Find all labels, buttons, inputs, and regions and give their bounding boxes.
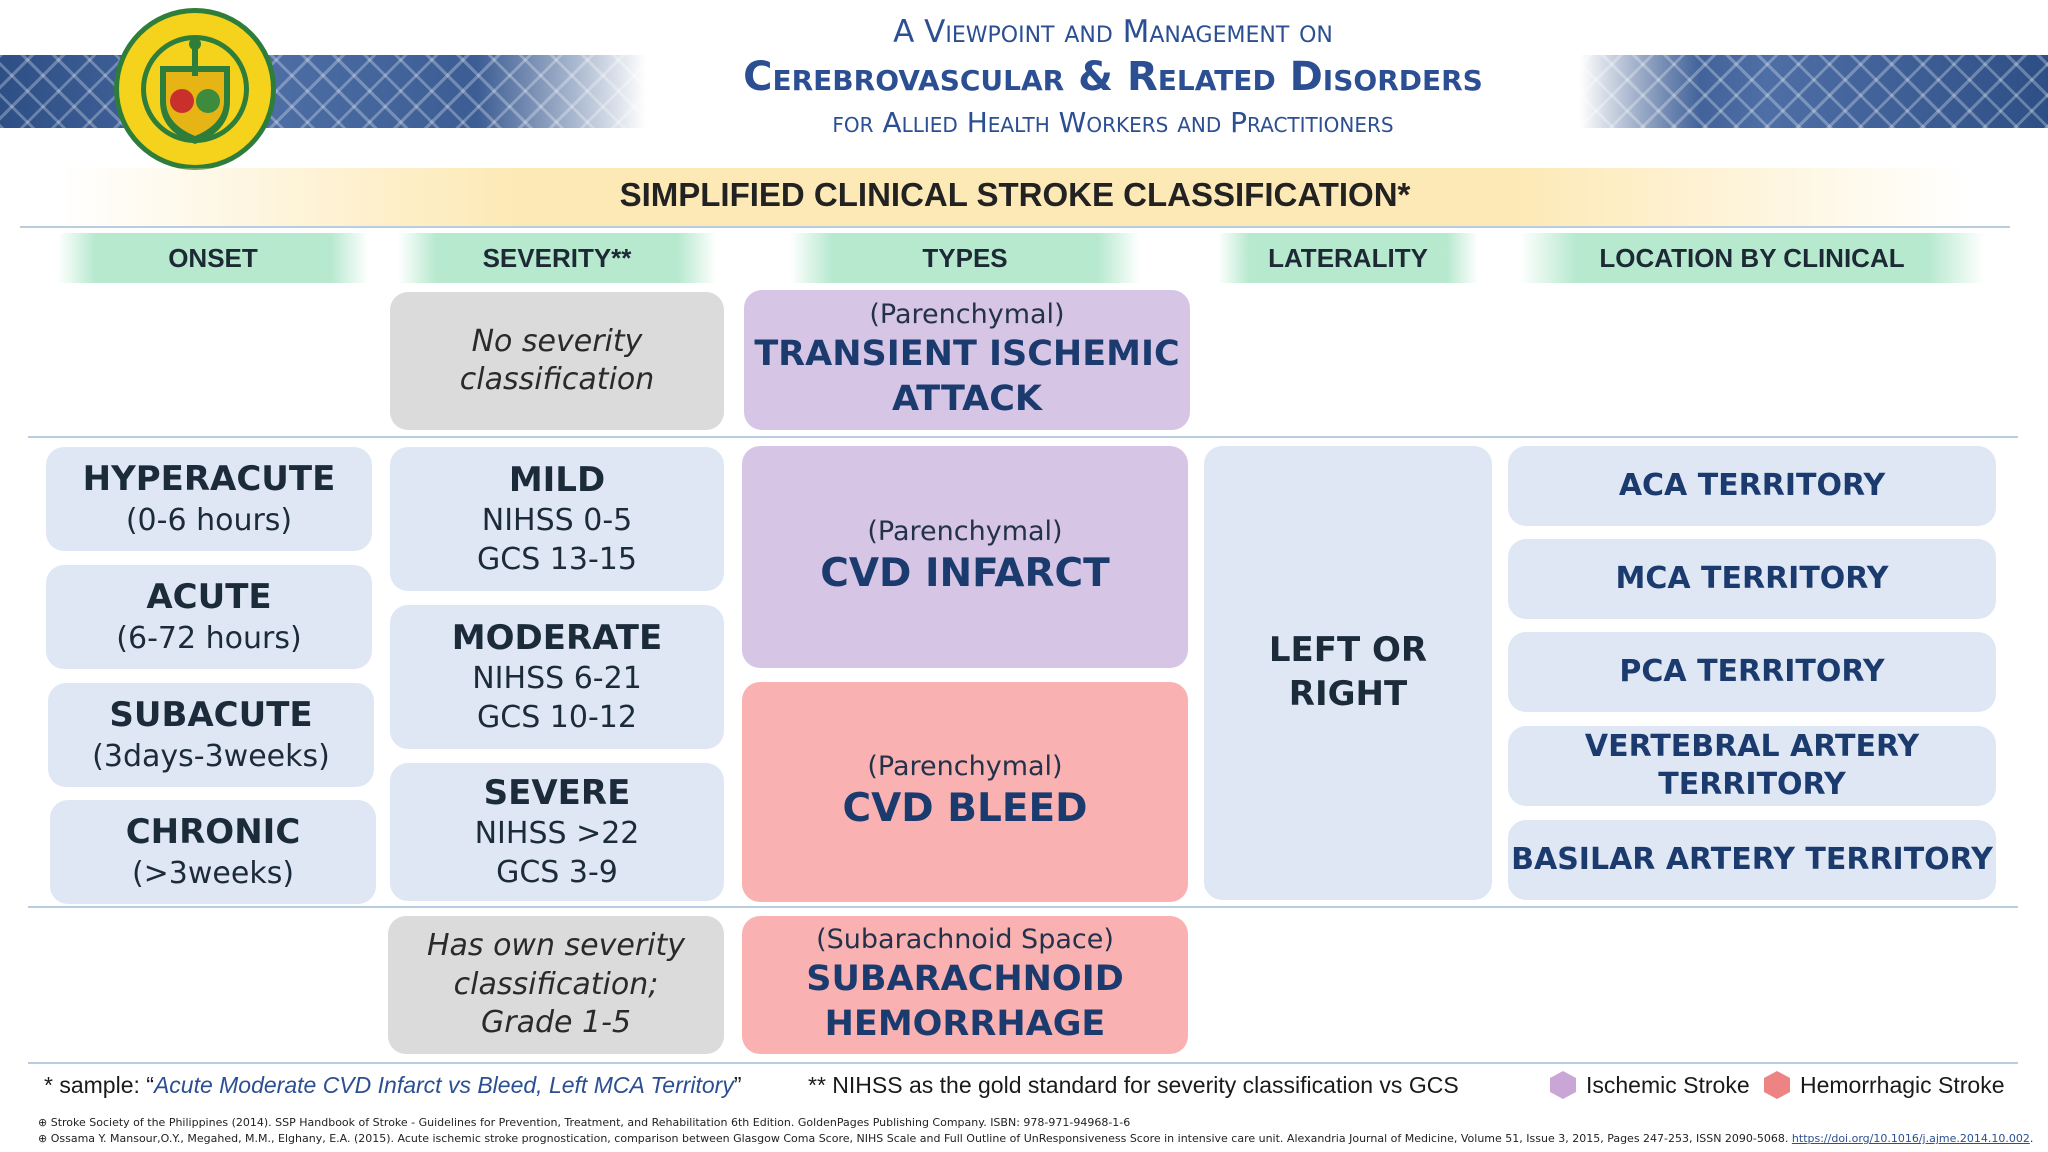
severity-card-moderate: MODERATE NIHSS 6-21 GCS 10-12 — [390, 605, 724, 749]
reference-link[interactable]: https://doi.org/10.1016/j.ajme.2014.10.0… — [1791, 1132, 2030, 1145]
diagram-title: SIMPLIFIED CLINICAL STROKE CLASSIFICATIO… — [619, 176, 1411, 213]
hemorrhagic-legend-label: Hemorrhagic Stroke — [1800, 1072, 2005, 1098]
onset-card-hyperacute: HYPERACUTE (0-6 hours) — [46, 447, 372, 551]
hospital-seal-logo — [114, 8, 276, 170]
nihss-note: ** NIHSS as the gold standard for severi… — [808, 1072, 1459, 1098]
location-card-vertebral: VERTEBRAL ARTERY TERRITORY — [1508, 726, 1996, 806]
location-card-pca: PCA TERRITORY — [1508, 632, 1996, 712]
onset-card-chronic: CHRONIC (>3weeks) — [50, 800, 376, 904]
hemorrhagic-legend-swatch — [1764, 1071, 1790, 1099]
header-line-2: Cerebrovascular & Related Disorders — [743, 54, 1483, 100]
location-card-aca: ACA TERRITORY — [1508, 446, 1996, 526]
column-header-types: TYPES — [790, 233, 1140, 283]
divider — [20, 226, 2010, 228]
reference-1: ⊕ Stroke Society of the Philippines (201… — [38, 1116, 1131, 1129]
reference-2: ⊕ Ossama Y. Mansour,O.Y., Megahed, M.M.,… — [38, 1132, 2034, 1145]
laterality-card: LEFT OR RIGHT — [1204, 446, 1492, 900]
onset-card-acute: ACUTE (6-72 hours) — [46, 565, 372, 669]
severity-card-sah: Has own severity classification; Grade 1… — [388, 916, 724, 1054]
header-pattern-right — [1580, 55, 2048, 128]
type-card-cvd-infarct: (Parenchymal) CVD INFARCT — [742, 446, 1188, 668]
header-line-3: for Allied Health Workers and Practition… — [832, 106, 1394, 139]
row-divider — [28, 436, 2018, 438]
type-card-cvd-bleed: (Parenchymal) CVD BLEED — [742, 682, 1188, 902]
row-divider — [28, 1062, 2018, 1064]
title-bar — [20, 168, 2010, 226]
column-header-location: LOCATION BY CLINICAL — [1520, 233, 1984, 283]
ischemic-legend-label: Ischemic Stroke — [1586, 1072, 1750, 1098]
header-line-1: A Viewpoint and Management on — [893, 14, 1333, 50]
severity-card-tia: No severity classification — [390, 292, 724, 430]
column-header-onset: ONSET — [58, 233, 368, 283]
header-pattern-left — [0, 55, 646, 128]
sample-note: * sample: “Acute Moderate CVD Infarct vs… — [44, 1072, 742, 1098]
type-card-sah: (Subarachnoid Space) SUBARACHNOID HEMORR… — [742, 916, 1188, 1054]
ischemic-legend-swatch — [1550, 1071, 1576, 1099]
column-header-laterality: LATERALITY — [1218, 233, 1478, 283]
column-header-severity: SEVERITY** — [398, 233, 716, 283]
type-card-tia: (Parenchymal) TRANSIENT ISCHEMIC ATTACK — [744, 290, 1190, 430]
location-card-basilar: BASILAR ARTERY TERRITORY — [1508, 820, 1996, 900]
onset-card-subacute: SUBACUTE (3days-3weeks) — [48, 683, 374, 787]
row-divider — [28, 906, 2018, 908]
severity-card-mild: MILD NIHSS 0-5 GCS 13-15 — [390, 447, 724, 591]
location-card-mca: MCA TERRITORY — [1508, 539, 1996, 619]
severity-card-severe: SEVERE NIHSS >22 GCS 3-9 — [390, 763, 724, 901]
